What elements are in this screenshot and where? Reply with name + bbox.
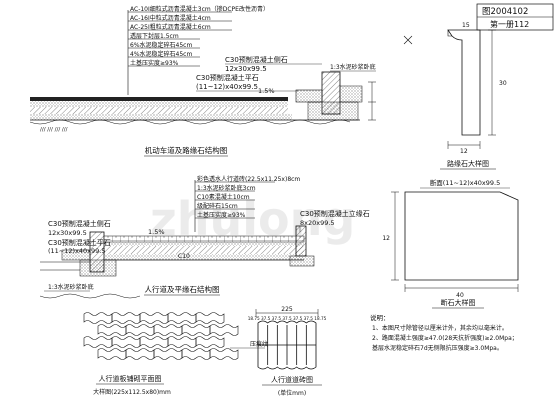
gutter-detail-label: 断面(11~12)x40x99.5	[430, 178, 501, 187]
sw-left-foundation	[79, 259, 117, 277]
curb-size: 12x30x99.5	[225, 65, 267, 73]
curb-detail-title: 路缘石大样图	[447, 159, 489, 168]
sidewalk-edge	[339, 85, 363, 103]
sheet-number: 第一册112	[490, 19, 529, 29]
paver-brick	[167, 312, 197, 324]
asphalt-middle-layer	[30, 101, 288, 107]
curb-foundation	[307, 101, 359, 121]
sw-right-foundation	[289, 255, 315, 267]
gutter-dim-width: 40	[456, 292, 464, 299]
sw-right-curb	[295, 225, 307, 257]
paver-detail-title: 人行道道砖图	[271, 375, 313, 384]
vehicle-road-section: AC-10I细粒式沥青混凝土3cm（掺DCPE改性沥青） AC-16I中粒式沥青…	[29, 5, 376, 157]
gutter-detail: 12 40 断面(11~12)x40x99.5 断石大样图	[382, 178, 519, 309]
paver-brick	[195, 336, 225, 348]
gutter-size: (11~12)x40x99.5	[196, 83, 258, 91]
curb-dim-width: 12	[460, 148, 468, 155]
asphalt-surface-layer	[30, 97, 288, 101]
paver-brick	[181, 324, 211, 336]
sw-mortar-label: 1:3水泥砂浆卧底	[48, 283, 94, 291]
soil-label: /// /// /// ///	[40, 127, 68, 133]
notes: 说明： 1、本图尺寸除管径以厘米计外，其余均以毫米计。 2、路面混凝土强度≥47…	[370, 313, 518, 352]
notes-title: 说明：	[370, 313, 390, 322]
paver-brick	[83, 336, 113, 348]
mark-icon	[403, 35, 413, 45]
paver-brick	[97, 324, 127, 336]
gutter-dim-height: 12	[382, 235, 390, 242]
sw-left-curb-label: C30预制混凝土侧石	[48, 219, 111, 228]
curb-label: C30预制混凝土侧石	[225, 55, 288, 64]
sw-layer-5: 土基压实度≥93%	[197, 211, 246, 219]
sw-right-curb-label: C30预制混凝土立缘石	[300, 209, 370, 218]
sw-layer-3: C10素混凝土10cm	[197, 193, 250, 201]
paver-brick	[111, 336, 141, 348]
section-title: 机动车道及路缘石结构图	[145, 145, 228, 155]
paver-detail: 225 18.75 37.5 37.5 37.5 37.5 37.5 18.75…	[248, 306, 327, 397]
paver-brick	[111, 312, 141, 324]
layer-label-3: AC-25I粗粒式沥青混凝土6cm	[130, 23, 211, 31]
paver-outline	[257, 320, 317, 370]
sw-left-gutter-size: (11~12)x40x99.5	[48, 247, 106, 255]
paver-plan-side-label: 压痕纹	[250, 340, 268, 348]
sw-section-title: 人行道及平缘石结构图	[145, 284, 220, 294]
sw-concrete-layer	[104, 246, 304, 254]
notes-line-3: 基层水泥稳定碎石7d无侧限抗压强度≥3.0Mpa。	[372, 344, 503, 352]
sw-layer-1: 彩色透水人行道砖(22.5x11.25x)8cm	[197, 175, 300, 183]
layer-label-4: 透层下封层1.5cm	[130, 32, 179, 40]
curb-dim-height: 30	[499, 80, 507, 87]
curb-dim-top: 15	[462, 22, 470, 29]
curb-detail: 30 12 15 路缘石大样图	[403, 22, 507, 170]
sidewalk-layer-callouts: 彩色透水人行道砖(22.5x11.25x)8cm 1:3水泥砂浆卧底3cm C1…	[194, 175, 300, 232]
sw-right-curb-size: 8x20x99.5	[300, 219, 335, 227]
sw-left-curb-size: 12x30x99.5	[48, 229, 87, 237]
sw-left-gutter-label: C30预制混凝土平石	[48, 238, 111, 247]
paver-dim-row: 18.75 37.5 37.5 37.5 37.5 37.5 18.75	[248, 316, 327, 321]
sidewalk-section: 彩色透水人行道砖(22.5x11.25x)8cm 1:3水泥砂浆卧底3cm C1…	[39, 175, 370, 299]
paver-brick	[153, 348, 183, 360]
title-block: 图2004102 第一册112	[476, 3, 554, 31]
paver-plan: 压痕纹 人行道板铺砌平面图 大样图(225x112.5x80)mm	[83, 312, 268, 396]
paver-plan-subtitle: 大样图(225x112.5x80)mm	[93, 388, 171, 396]
sw-paver-layer	[103, 235, 305, 243]
sw-layer-4: 级配碎石15cm	[197, 202, 238, 210]
stabilized-base-layer	[30, 114, 292, 120]
paver-brick	[83, 312, 113, 324]
paver-brick	[97, 348, 127, 360]
paver-brick	[153, 324, 183, 336]
paver-dim-top: 225	[281, 306, 293, 313]
paver-brick	[125, 324, 155, 336]
paver-brick	[167, 336, 197, 348]
sw-layer-2: 1:3水泥砂浆卧底3cm	[197, 184, 256, 192]
layer-label-7: 土基压实度≥93%	[130, 59, 179, 67]
sw-concrete-label: C10	[178, 253, 190, 260]
paver-plan-title: 人行道板铺砌平面图	[99, 374, 162, 383]
paver-detail-subtitle: (单位mm)	[278, 389, 306, 397]
sw-gravel-layer	[104, 254, 304, 260]
paver-brick	[181, 348, 211, 360]
sw-slope-label: 1.5%	[148, 228, 165, 236]
paver-brick	[195, 312, 225, 324]
notes-line-2: 2、路面混凝土强度≥47.0(28天抗折强度)≥2.0Mpa；	[372, 334, 518, 342]
notes-line-1: 1、本图尺寸除管径以厘米计外，其余均以毫米计。	[372, 324, 508, 332]
asphalt-base-layer	[30, 107, 288, 114]
layer-label-2: AC-16I中粒式沥青混凝土4cm	[130, 14, 211, 22]
paver-brick	[209, 324, 239, 336]
slope-label: 1.5%	[258, 87, 275, 95]
layer-label-1: AC-10I细粒式沥青混凝土3cm（掺DCPE改性沥青）	[130, 5, 269, 13]
gutter-label: C30预制混凝土平石	[196, 73, 259, 82]
sw-mortar-layer	[104, 242, 304, 246]
mortar-label: 1:3水泥砂浆卧底	[330, 63, 376, 71]
layer-label-5: 6%水泥稳定碎石45cm	[130, 41, 192, 49]
paver-brick	[209, 348, 239, 360]
paver-brick	[139, 312, 169, 324]
drawing-number: 图2004102	[482, 7, 528, 17]
paver-brick	[139, 336, 169, 348]
gutter-detail-title: 断石大样图	[441, 298, 476, 307]
paver-brick	[125, 348, 155, 360]
layer-label-6: 4%水泥稳定碎石45cm	[130, 50, 192, 58]
gutter-stone	[295, 89, 323, 103]
layer-callouts: AC-10I细粒式沥青混凝土3cm（掺DCPE改性沥青） AC-16I中粒式沥青…	[127, 5, 269, 95]
